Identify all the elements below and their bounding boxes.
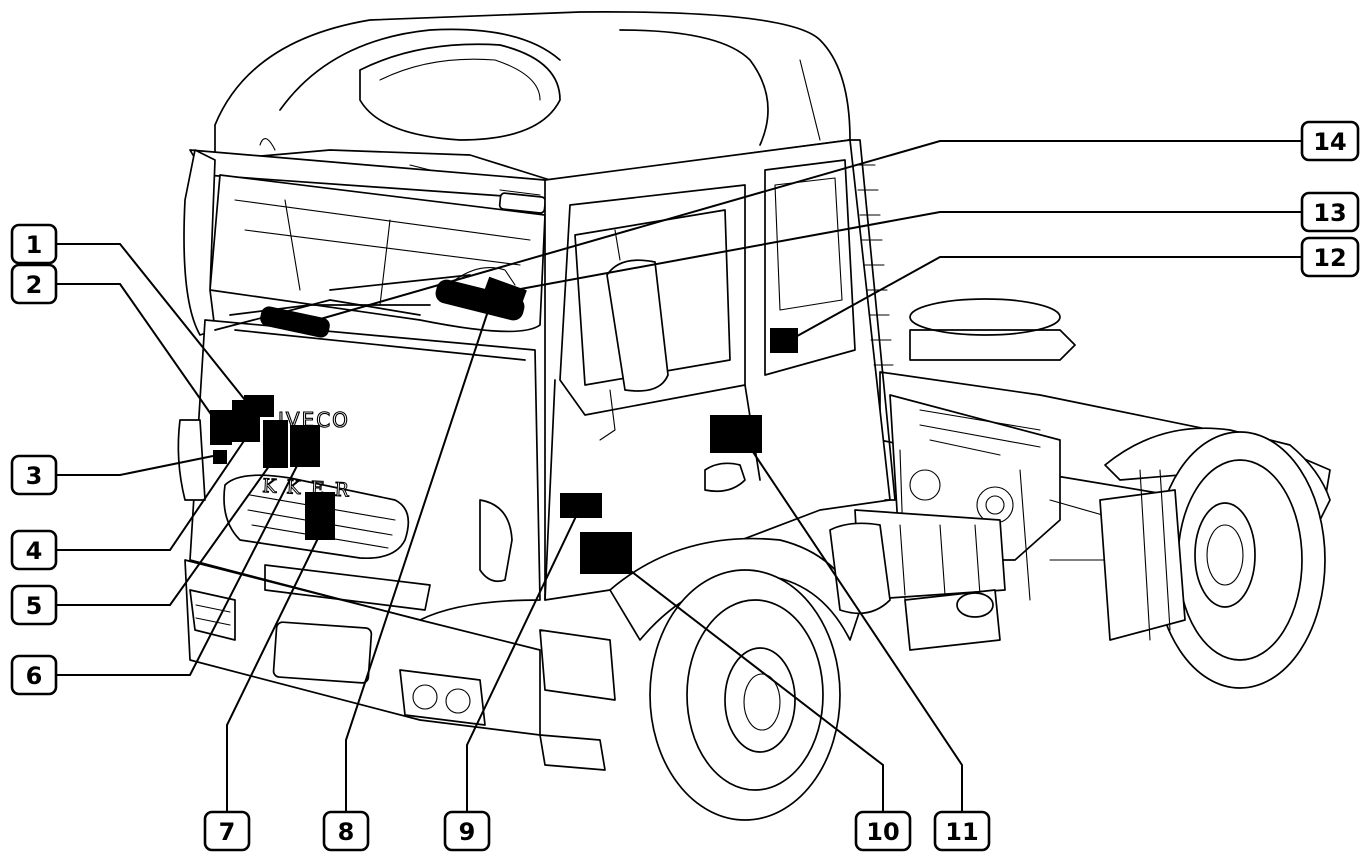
leader-5 — [56, 461, 273, 606]
leader-9 — [466, 507, 581, 812]
callout-7: 7 — [203, 810, 251, 852]
callout-6-label: 6 — [26, 662, 43, 690]
callout-2: 2 — [10, 263, 58, 305]
marker-5-control-unit — [263, 420, 288, 468]
callout-7-label: 7 — [219, 818, 236, 846]
marker-12-control-unit — [770, 328, 798, 353]
callout-2-label: 2 — [26, 271, 43, 299]
leader-10 — [609, 554, 884, 812]
front-wheel — [609, 537, 861, 821]
leader-11 — [744, 439, 963, 812]
leader-14 — [309, 140, 1302, 323]
callout-10-label: 10 — [866, 818, 899, 846]
callout-3: 3 — [10, 454, 58, 496]
callout-5: 5 — [10, 584, 58, 626]
marker-13-control-unit — [483, 276, 527, 308]
marker-3-sensor — [213, 450, 227, 464]
front-bumper — [184, 559, 616, 771]
cab-side — [544, 139, 896, 601]
callout-1: 1 — [10, 223, 58, 265]
rear-wheel — [1099, 427, 1331, 689]
leader-7 — [226, 529, 323, 812]
callout-8: 8 — [322, 810, 370, 852]
callout-14-label: 14 — [1313, 128, 1346, 156]
cab-roof — [214, 11, 851, 181]
callout-12-label: 12 — [1313, 244, 1346, 272]
leader-lines — [56, 140, 1302, 812]
marker-6-control-unit — [290, 425, 320, 467]
callout-1-label: 1 — [26, 231, 43, 259]
leader-4 — [56, 431, 251, 551]
callout-3-label: 3 — [26, 462, 43, 490]
marker-8-central-unit — [435, 279, 525, 321]
callout-11-label: 11 — [945, 818, 978, 846]
leader-6 — [56, 459, 301, 676]
leader-8 — [345, 304, 491, 812]
side-tanks — [829, 509, 1006, 651]
callout-13-label: 13 — [1313, 199, 1346, 227]
callout-4-label: 4 — [26, 537, 43, 565]
marker-1-control-unit — [244, 395, 274, 417]
marker-11-control-unit — [710, 415, 762, 453]
callout-13: 13 — [1300, 191, 1360, 233]
marker-10-control-unit — [580, 532, 632, 574]
callout-9: 9 — [443, 810, 491, 852]
wipers — [214, 274, 471, 331]
callout-4: 4 — [10, 529, 58, 571]
callout-8-label: 8 — [338, 818, 355, 846]
leader-2 — [56, 283, 216, 421]
callout-12: 12 — [1300, 236, 1360, 278]
leader-3 — [56, 455, 214, 476]
callout-5-label: 5 — [26, 592, 43, 620]
leader-1 — [56, 243, 246, 401]
component-markers — [210, 276, 798, 574]
callout-9-label: 9 — [459, 818, 476, 846]
truck-drawing: IVECO KKER — [177, 11, 1331, 821]
marker-9-control-unit — [560, 493, 602, 518]
leader-12 — [789, 256, 1302, 341]
marker-14-wiper-motor — [260, 306, 330, 338]
marker-2-control-unit — [210, 410, 232, 445]
callout-11: 11 — [933, 810, 991, 852]
leader-13 — [514, 211, 1302, 291]
cab-front: IVECO KKER — [177, 149, 541, 621]
callout-6: 6 — [10, 654, 58, 696]
callout-14: 14 — [1300, 120, 1360, 162]
callout-10: 10 — [854, 810, 912, 852]
